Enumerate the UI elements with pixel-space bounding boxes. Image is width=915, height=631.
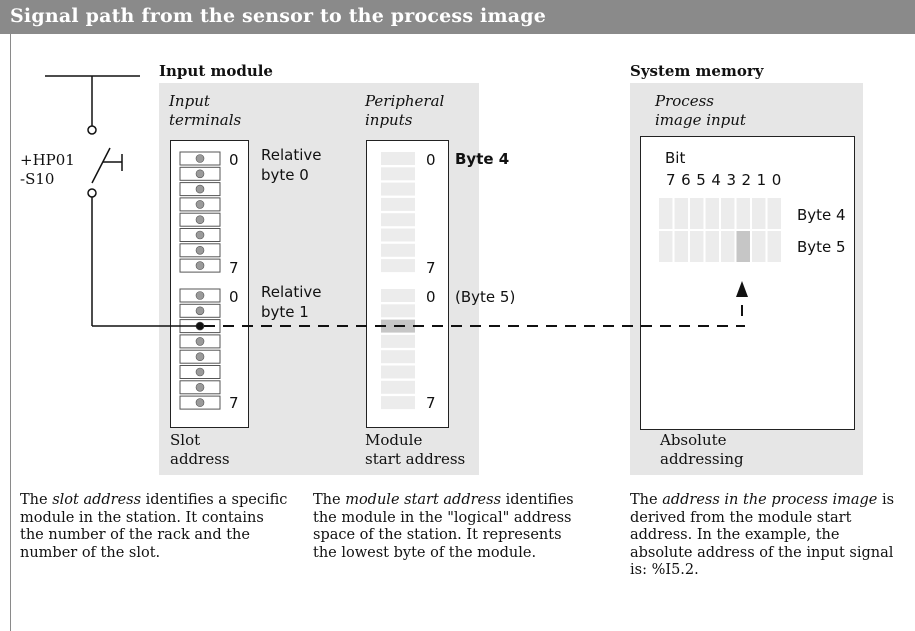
diagram-title: Signal path from the sensor to the proce… <box>10 5 547 27</box>
pii-bit-cell <box>721 231 735 262</box>
terminal-screw <box>195 291 205 300</box>
terminal-screw <box>195 230 205 240</box>
terminal-screw <box>195 200 205 209</box>
pii-bit-cell <box>705 198 719 229</box>
peripheral-cell <box>381 350 415 364</box>
peripheral-cell <box>381 197 415 211</box>
peripheral-cell <box>381 243 415 257</box>
process-image-box <box>640 136 855 430</box>
terminal-screw <box>195 306 205 316</box>
peripheral-cell <box>381 396 415 410</box>
terminal-screw <box>195 154 205 163</box>
pii-bit-cell <box>767 198 781 229</box>
pii-bit-cell <box>752 231 766 262</box>
input-module-header: Input module <box>159 62 273 80</box>
process-image-address-description: The address in the process image is deri… <box>630 492 895 578</box>
pii-byte-4-label: Byte 4 <box>797 206 846 224</box>
pii-bit-cell <box>752 198 766 229</box>
pii-bit-cell <box>721 198 735 229</box>
pii-bit-cell <box>659 231 673 262</box>
title-bar: Signal path from the sensor to the proce… <box>0 0 915 34</box>
pii-bit-cell <box>674 198 688 229</box>
pii-bit-cell <box>736 198 750 229</box>
peripheral-cell <box>381 304 415 318</box>
switch-blade <box>91 147 111 184</box>
pii-bit-cell <box>767 231 781 262</box>
terminal-screw <box>195 398 205 407</box>
bit-7-label-byte0: 7 <box>229 259 239 277</box>
system-memory-header: System memory <box>630 62 764 80</box>
peripheral-bit-7-a: 7 <box>426 259 436 277</box>
peripheral-cell <box>381 289 415 302</box>
module-start-address-description: The module start address identifies the … <box>313 492 574 561</box>
peripheral-bit-0-a: 0 <box>426 151 436 169</box>
terminal-screw <box>195 169 205 179</box>
terminal-screw <box>195 367 205 377</box>
pii-bit-highlight <box>736 231 750 262</box>
arrow-head <box>736 281 748 297</box>
bit-0-label-byte1: 0 <box>229 288 239 306</box>
terminal-screw <box>195 261 205 270</box>
terminal-screw <box>195 382 205 392</box>
pii-bit-cell <box>674 231 688 262</box>
peripheral-cell <box>381 380 415 394</box>
bit-header: Bit <box>665 149 686 167</box>
sensor-tag: +HP01-S10 <box>20 151 75 188</box>
peripheral-cell <box>381 334 415 348</box>
peripheral-bit-0-b: 0 <box>426 288 436 306</box>
bit-0-label-byte0: 0 <box>229 151 239 169</box>
peripheral-cell <box>381 182 415 196</box>
pii-bit-cell <box>690 231 704 262</box>
terminal-screw <box>195 184 205 194</box>
pii-bit-cell <box>690 198 704 229</box>
byte-4-label: Byte 4 <box>455 150 510 168</box>
switch-contact-bottom <box>87 188 97 198</box>
peripheral-bit-7-b: 7 <box>426 394 436 412</box>
pii-bit-cell <box>659 198 673 229</box>
switch-contact-top <box>87 125 97 135</box>
peripheral-cell <box>381 167 415 181</box>
peripheral-cell <box>381 213 415 227</box>
peripheral-cell <box>381 228 415 242</box>
pii-bit-cell <box>705 231 719 262</box>
byte-5-paren-label: (Byte 5) <box>455 288 516 306</box>
pii-byte-5-label: Byte 5 <box>797 238 846 256</box>
terminal-screw <box>195 352 205 362</box>
peripheral-cell <box>381 365 415 379</box>
terminal-screw <box>195 337 205 346</box>
peripheral-cell <box>381 152 415 165</box>
peripheral-cell <box>381 259 415 273</box>
bit-numbers: 7 6 5 4 3 2 1 0 <box>666 171 782 189</box>
terminal-screw <box>195 215 205 224</box>
bit-7-label-byte1: 7 <box>229 394 239 412</box>
slot-address-description: The slot address identifies a specific m… <box>20 492 288 561</box>
left-border <box>10 34 11 631</box>
terminal-screw <box>195 246 205 255</box>
